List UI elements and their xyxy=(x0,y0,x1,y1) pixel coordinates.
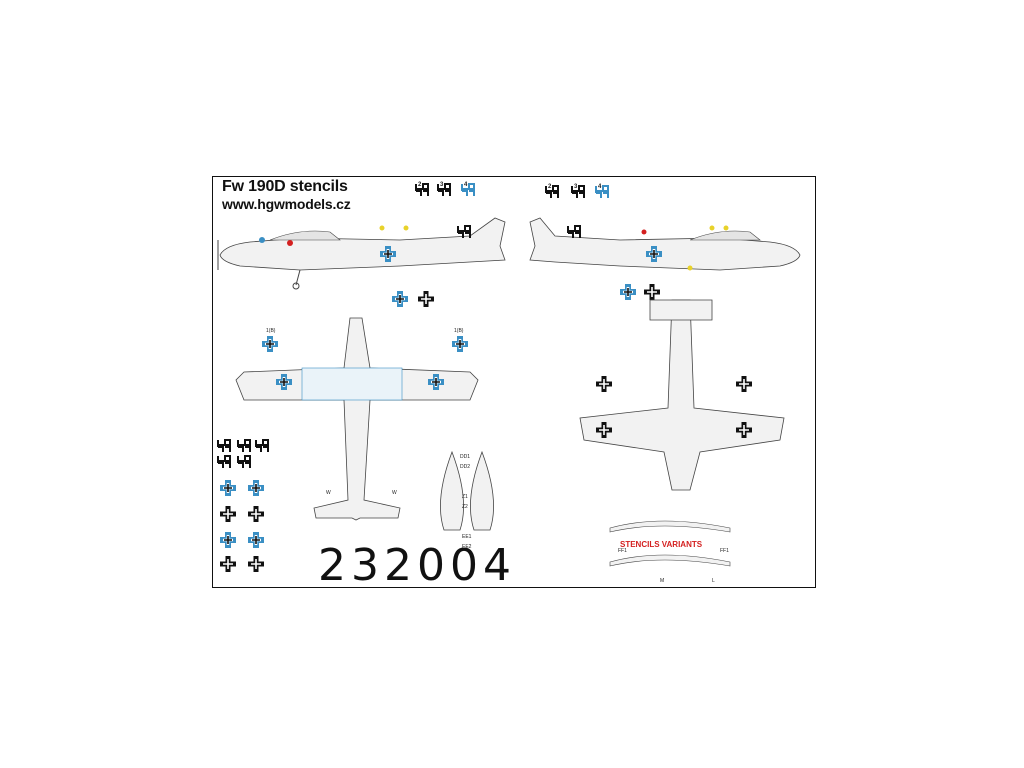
stencil-variant-strips xyxy=(609,520,731,567)
tank-label-ee1: EE1 xyxy=(462,534,472,540)
tank-label-ee2: EE2 xyxy=(462,544,472,550)
left-profile-aircraft xyxy=(217,217,506,290)
swastika-number-4-right: 4 xyxy=(598,184,602,190)
tank-label-z2: Z2 xyxy=(462,504,468,510)
fuselage-cross-black-2 xyxy=(418,291,434,307)
lower-planform-aircraft xyxy=(579,299,785,491)
website-text: www.hgwmodels.cz xyxy=(222,196,351,212)
wing-label-1b-left: 1(B) xyxy=(266,328,276,334)
variant-label-m: M xyxy=(660,578,664,584)
sheet-title: Fw 190D stencils xyxy=(222,178,348,195)
upper-planform-aircraft xyxy=(235,317,479,521)
fuselage-cross-blue-2 xyxy=(392,291,408,307)
serial-number: 232004 xyxy=(318,540,516,591)
right-profile-aircraft xyxy=(529,217,801,271)
swastika-number-3-right: 3 xyxy=(574,184,578,190)
swastika-number-3: 3 xyxy=(440,182,444,188)
insignia-column xyxy=(217,439,269,572)
swastika-number-2: 2 xyxy=(418,182,422,188)
wing-label-w-right: W xyxy=(392,490,397,496)
variant-label-l: L xyxy=(712,578,715,584)
tank-label-z1: Z1 xyxy=(462,494,468,500)
variant-label-ff1-left: FF1 xyxy=(618,548,627,554)
stencils-variants-label: STENCILS VARIANTS xyxy=(620,540,703,549)
wing-label-w-left: W xyxy=(326,490,331,496)
fuselage-cross-black xyxy=(644,284,660,300)
wing-label-1b-right: 1(B) xyxy=(454,328,464,334)
swastika-number-4: 4 xyxy=(464,182,468,188)
drop-tanks xyxy=(440,450,494,531)
swastika-set-right xyxy=(545,185,609,199)
tank-label-dd2: DD2 xyxy=(460,464,470,470)
tank-label-dd1: DD1 xyxy=(460,454,470,460)
swastika-set-left xyxy=(415,183,475,197)
fuselage-cross-blue xyxy=(620,284,636,300)
swastika-number-2-right: 2 xyxy=(548,184,552,190)
variant-label-ff1-right: FF1 xyxy=(720,548,729,554)
